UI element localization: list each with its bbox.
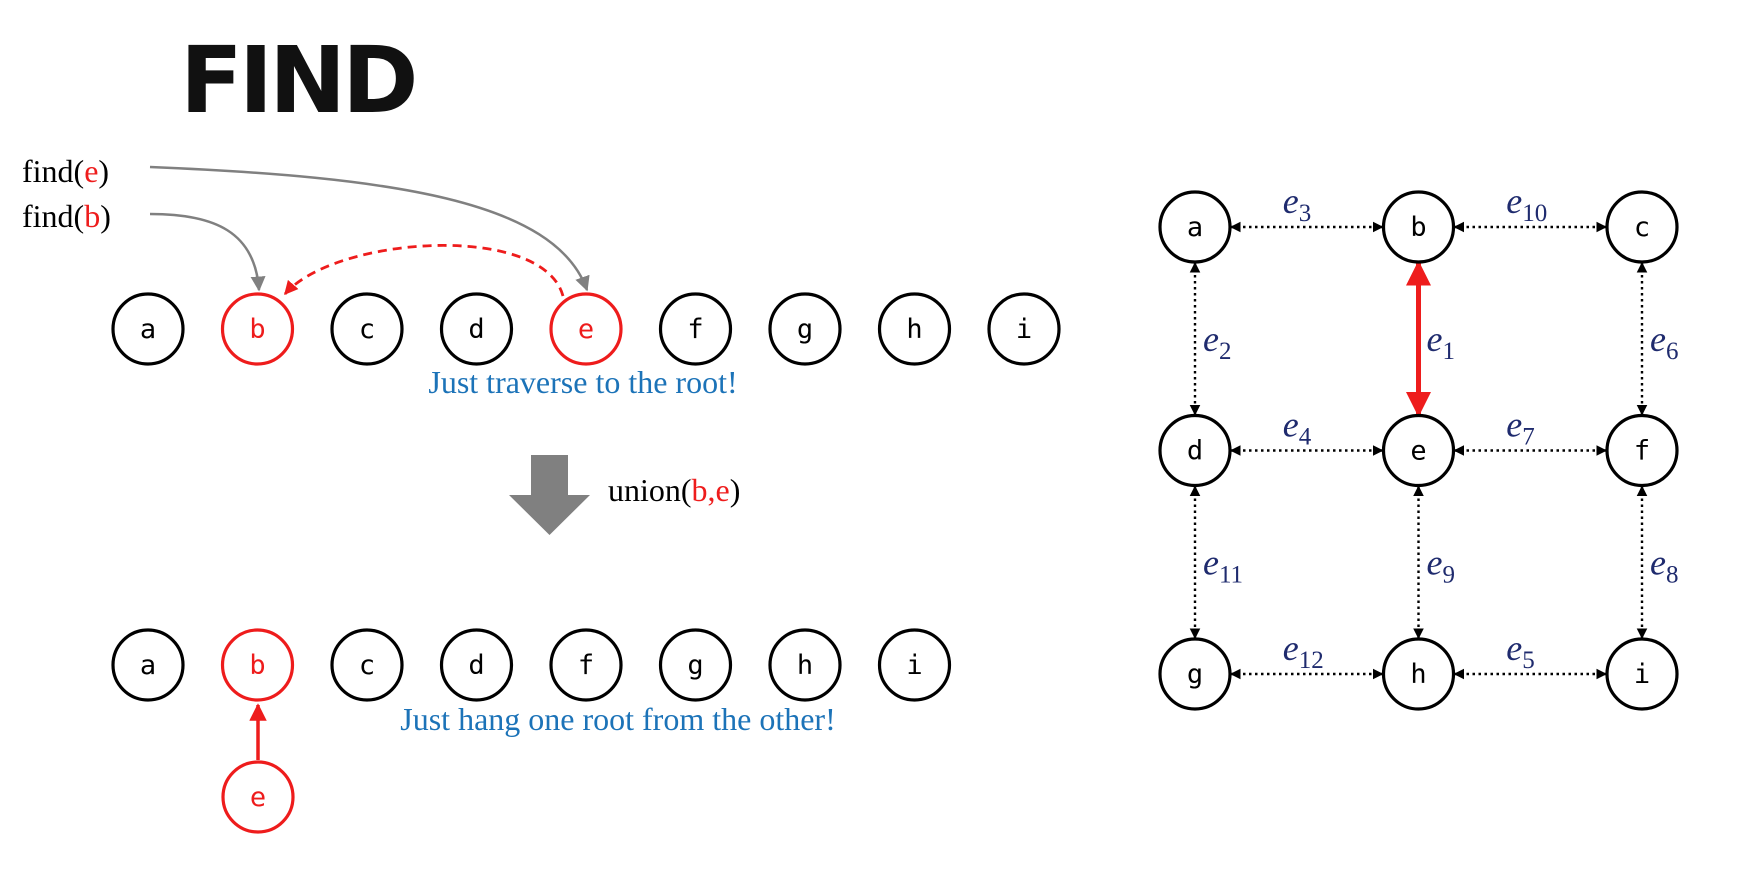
edge-label-bc: e10	[1506, 181, 1547, 227]
top-node-label-b: b	[249, 314, 265, 345]
graph-node-c	[1605, 190, 1679, 264]
graph-node-label-b: b	[1410, 212, 1426, 243]
edge-label-ad: e2	[1203, 319, 1231, 365]
edge-ad: e2	[1189, 261, 1231, 416]
graph-node-label-i: i	[1634, 659, 1650, 690]
find-e-call: find(e)	[22, 153, 109, 189]
edge-label-dg: e11	[1203, 542, 1243, 588]
edge-hi: e5	[1453, 628, 1608, 680]
edge-eh: e9	[1413, 485, 1455, 640]
traverse-caption: Just traverse to the root!	[428, 364, 737, 400]
top-node-label-i: i	[1016, 314, 1032, 345]
top-node-label-a: a	[140, 314, 156, 345]
top-node-label-g: g	[797, 314, 813, 345]
hang-caption: Just hang one root from the other!	[400, 701, 835, 737]
graph-node-e	[1381, 413, 1456, 488]
edge-fi: e8	[1636, 485, 1678, 640]
slide-title: FIND	[180, 27, 414, 134]
graph-node-label-c: c	[1634, 212, 1650, 243]
top-row: a b c d e f g h i	[111, 292, 1061, 366]
edge-dg: e11	[1189, 485, 1243, 640]
bottom-node-c	[330, 628, 404, 702]
edge-label-gh: e12	[1283, 628, 1324, 674]
top-node-g	[768, 292, 842, 366]
top-node-label-c: c	[359, 314, 375, 345]
bottom-node-b	[220, 628, 295, 702]
bottom-node-a	[111, 628, 185, 702]
bottom-node-h	[768, 628, 842, 702]
graph-node-label-a: a	[1187, 212, 1203, 243]
graph-node-b	[1381, 190, 1456, 264]
graph-node-label-f: f	[1634, 436, 1650, 467]
edge-ab: e3	[1229, 181, 1384, 233]
edge-label-de: e4	[1283, 405, 1312, 451]
top-node-a	[111, 292, 185, 366]
edge-ef: e7	[1453, 405, 1608, 456]
edge-gh: e12	[1229, 628, 1384, 680]
top-node-d	[439, 292, 514, 366]
edge-label-ab: e3	[1283, 181, 1311, 227]
edge-label-be: e1	[1427, 319, 1455, 365]
bottom-child-node-circle	[221, 760, 295, 834]
find-b-call: find(b)	[22, 198, 111, 234]
bottom-child-node-label: e	[250, 782, 266, 813]
graph-node-f	[1605, 413, 1679, 488]
top-node-label-d: d	[468, 314, 484, 345]
bottom-node-label-f: f	[578, 650, 594, 681]
edge-label-fi: e8	[1650, 542, 1678, 588]
big-down-arrow	[509, 455, 590, 535]
edge-label-hi: e5	[1506, 628, 1534, 674]
bottom-node-label-d: d	[468, 650, 484, 681]
bottom-node-label-c: c	[359, 650, 375, 681]
top-node-i	[987, 292, 1061, 366]
graph-node-label-e: e	[1410, 436, 1426, 467]
edge-be: e1	[1406, 260, 1455, 417]
bottom-node-d	[439, 628, 514, 702]
bottom-node-label-b: b	[249, 650, 265, 681]
bottom-node-label-i: i	[906, 650, 922, 681]
bottom-node-label-g: g	[687, 650, 703, 681]
top-node-label-f: f	[687, 314, 703, 345]
top-node-f	[658, 292, 733, 366]
bottom-node-label-a: a	[140, 650, 156, 681]
top-node-e	[549, 292, 623, 366]
union-label: union(b,e)	[608, 472, 740, 508]
graph-node-label-d: d	[1187, 436, 1203, 467]
graph-node-i	[1605, 637, 1679, 711]
graph-node-h	[1381, 637, 1456, 711]
top-node-b	[220, 292, 295, 366]
edge-label-cf: e6	[1650, 319, 1678, 365]
bottom-node-f	[549, 628, 623, 702]
graph-node-label-g: g	[1187, 659, 1203, 690]
top-node-c	[330, 292, 404, 366]
graph-node-g	[1158, 637, 1232, 711]
graph-node-d	[1158, 413, 1232, 488]
edge-label-ef: e7	[1506, 405, 1534, 451]
bottom-node-i	[877, 628, 952, 702]
top-node-h	[877, 292, 952, 366]
traverse-dashed-arrow	[283, 244, 565, 297]
edge-cf: e6	[1636, 261, 1678, 416]
find-b-pointer-arrow	[149, 212, 266, 292]
graph-node-label-h: h	[1410, 659, 1426, 690]
find-e-pointer-arrow	[149, 165, 590, 292]
bottom-node-label-h: h	[797, 650, 813, 681]
grid-graph: e3 e10 e2 e1 e6 e4 e7 e11 e9 e8 e12 e5 a b c d e f g h i	[1158, 181, 1679, 711]
top-node-label-e: e	[578, 314, 594, 345]
bottom-node-g	[658, 628, 733, 702]
edge-bc: e10	[1453, 181, 1608, 233]
edge-label-eh: e9	[1427, 542, 1455, 588]
top-node-label-h: h	[906, 314, 922, 345]
graph-node-a	[1158, 190, 1232, 264]
edge-de: e4	[1229, 405, 1384, 456]
